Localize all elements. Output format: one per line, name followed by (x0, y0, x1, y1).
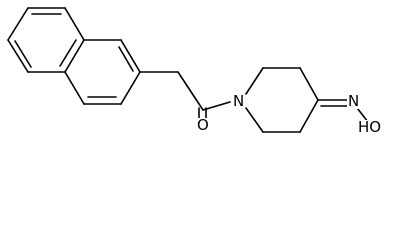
bond (245, 67, 264, 95)
bond (64, 71, 85, 105)
bond (118, 46, 134, 72)
bond (299, 67, 319, 101)
bond (7, 7, 29, 41)
bond (299, 99, 319, 133)
bond (120, 39, 141, 73)
bond (59, 39, 77, 67)
bond (14, 40, 32, 68)
molecule-bonds (7, 7, 369, 133)
carbonyl-oxygen-label: O (196, 116, 210, 134)
oxime-nitrogen-label: N (347, 92, 361, 110)
bond (202, 101, 231, 111)
bond (245, 107, 264, 133)
bond (7, 39, 29, 73)
bond (120, 71, 141, 105)
nitrogen-atom-label: N (232, 92, 246, 110)
bond (177, 71, 204, 111)
bond (64, 7, 85, 41)
bond (64, 39, 85, 73)
molecule-diagram: N O N HO (7, 7, 383, 136)
oxime-hydroxyl-label: HO (357, 118, 383, 136)
